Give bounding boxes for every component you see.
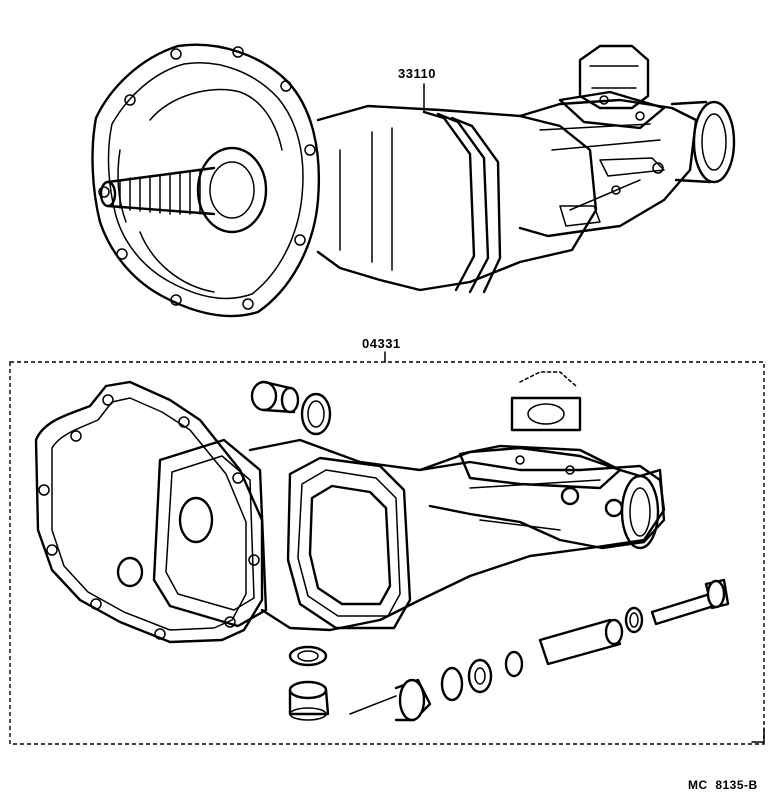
transmission-assembly-illustration (91, 43, 736, 318)
kit-seals-and-bushings (250, 380, 730, 722)
part-number-04331: 04331 (362, 336, 401, 351)
part-number-33110: 33110 (398, 66, 436, 81)
exploded-case-illustration (34, 371, 666, 644)
kit-boundary-box (9, 361, 765, 745)
figure-code: MC 8135-B (688, 778, 758, 792)
box-corner-mark (751, 727, 765, 743)
